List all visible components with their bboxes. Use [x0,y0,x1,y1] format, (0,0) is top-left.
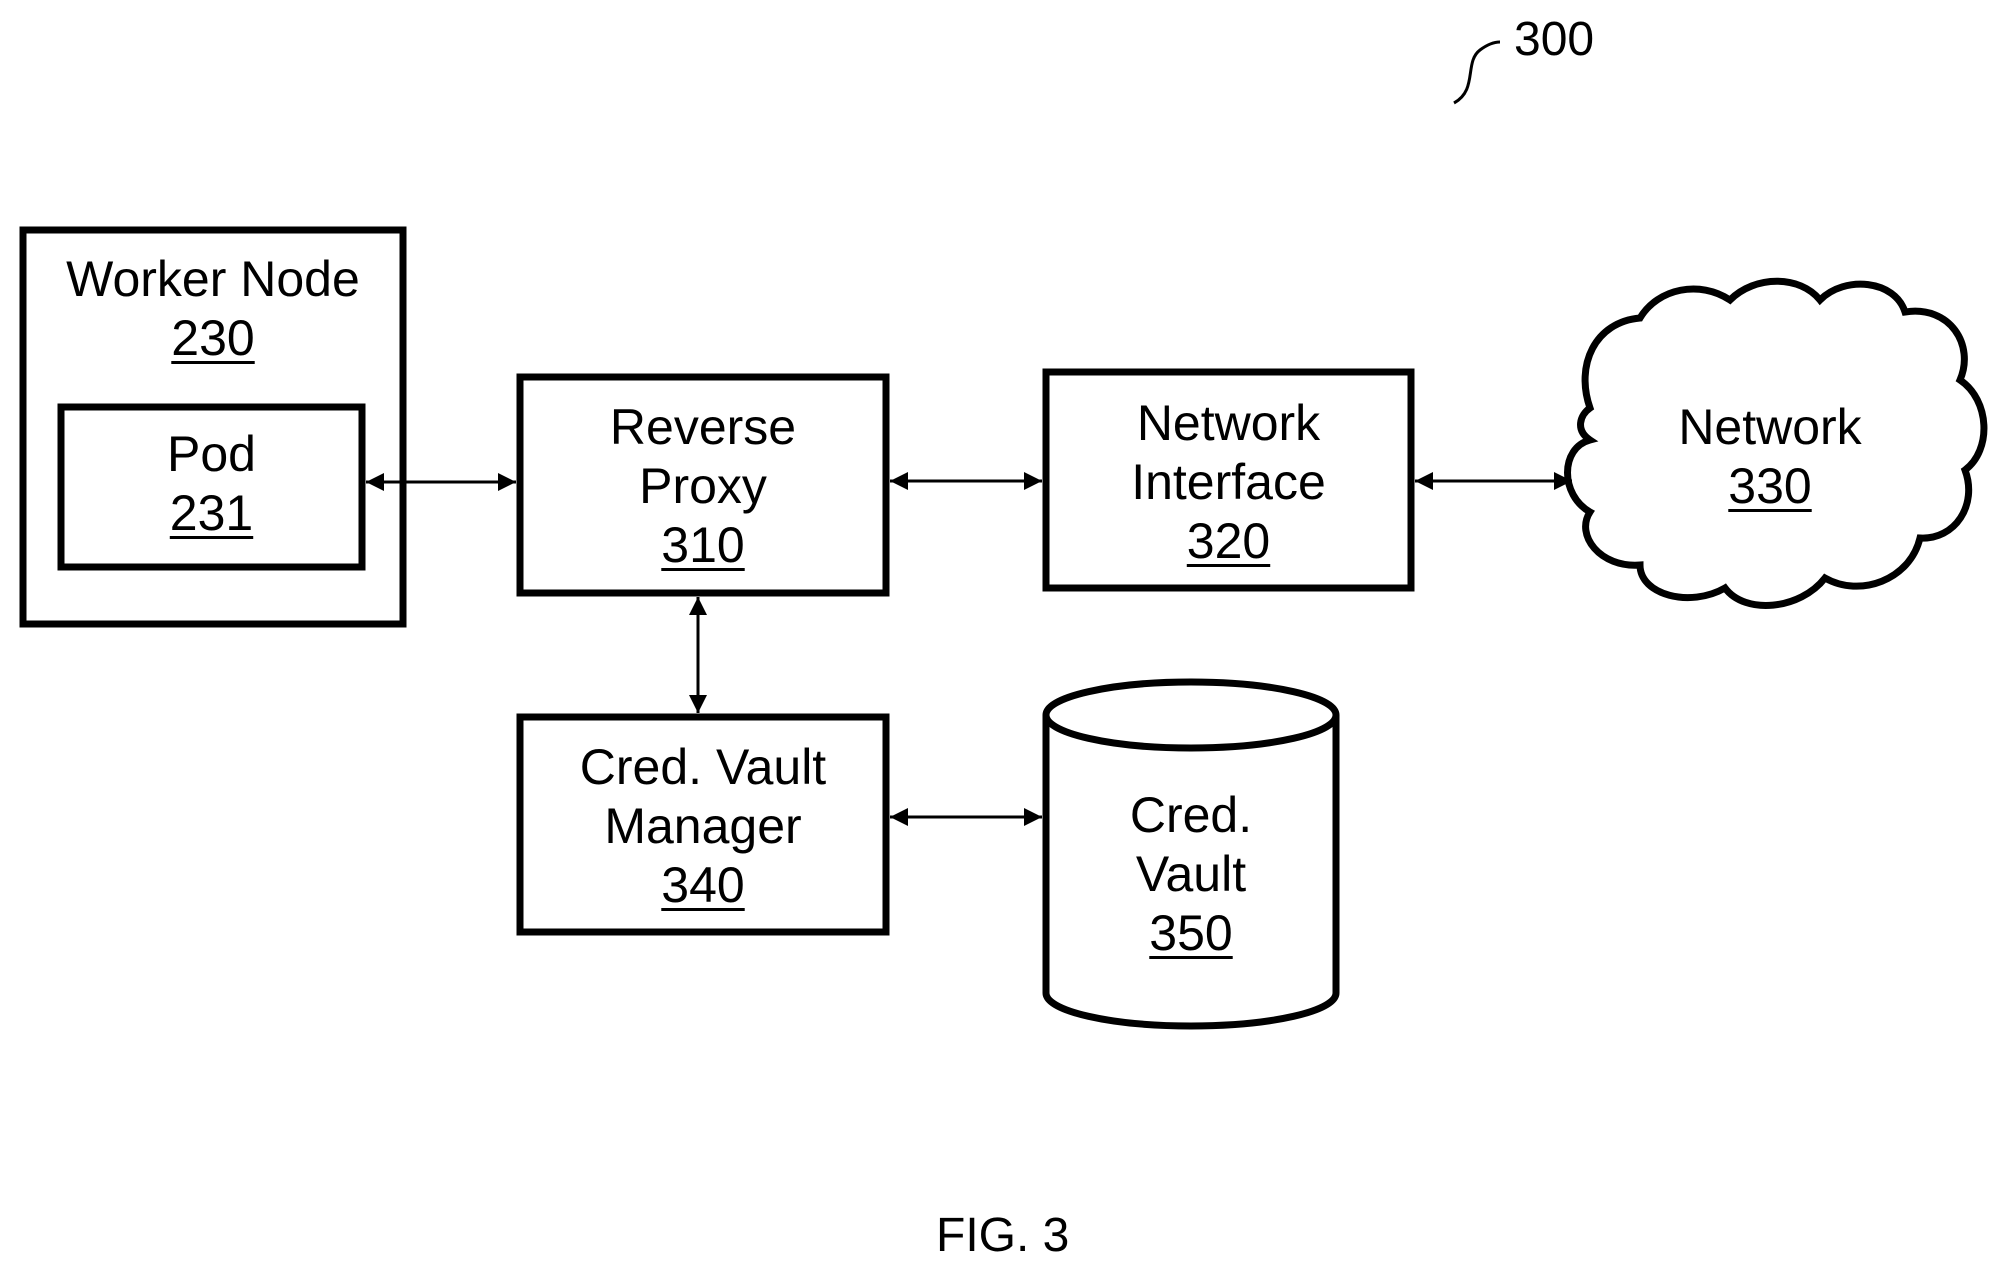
network-interface-label: Network Interface 320 [1046,394,1411,571]
network-interface-ref: 320 [1046,512,1411,571]
reverse-proxy-ref: 310 [520,516,886,575]
cred-vault-manager-ref: 340 [520,856,886,915]
network-interface-line-2: Interface [1046,453,1411,512]
cred-vault-manager-label: Cred. Vault Manager 340 [520,738,886,915]
figure-ref-number: 300 [1514,12,1594,67]
cred-vault-manager-line-2: Manager [520,797,886,856]
network-interface-line-1: Network [1046,394,1411,453]
pod-label: Pod 231 [61,425,362,543]
cred-vault-manager-line-1: Cred. Vault [520,738,886,797]
pod-name: Pod [61,425,362,484]
figure-caption: FIG. 3 [936,1208,1069,1263]
cred-vault-label: Cred. Vault 350 [1046,786,1336,963]
network-ref: 330 [1600,457,1940,516]
network-label: Network 330 [1600,398,1940,516]
worker-node-label: Worker Node 230 [23,250,403,368]
worker-node-name: Worker Node [23,250,403,309]
reverse-proxy-label: Reverse Proxy 310 [520,398,886,575]
worker-node-ref: 230 [23,309,403,368]
network-name: Network [1600,398,1940,457]
reverse-proxy-line-1: Reverse [520,398,886,457]
cred-vault-line-2: Vault [1046,845,1336,904]
reverse-proxy-line-2: Proxy [520,457,886,516]
figure-ref-leader [1454,42,1500,103]
cred-vault-ref: 350 [1046,904,1336,963]
cred-vault-line-1: Cred. [1046,786,1336,845]
pod-ref: 231 [61,484,362,543]
